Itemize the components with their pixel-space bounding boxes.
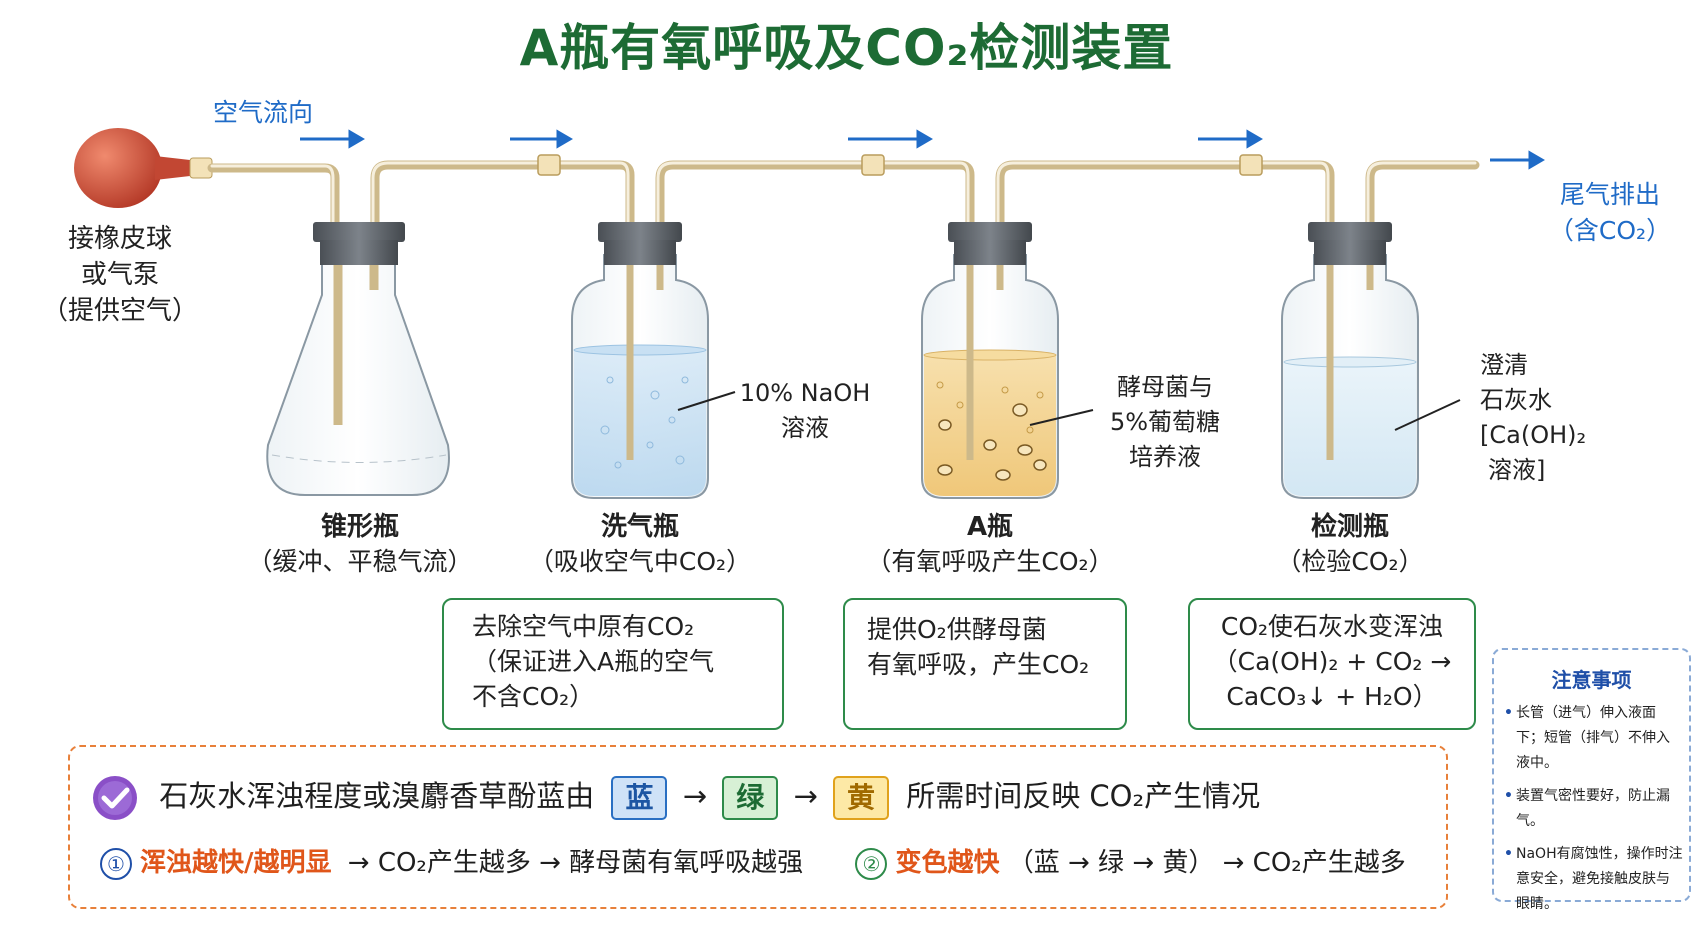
conclusion-lead: 石灰水浑浊程度或溴麝香草酚蓝由	[159, 779, 595, 813]
box-naoh-purpose: 去除空气中原有CO₂ （保证进入A瓶的空气 不含CO₂）	[442, 598, 784, 730]
item2-highlight: 变色越快	[895, 848, 1000, 878]
arrow-1: →	[682, 779, 707, 813]
detection-bottle[interactable]	[1281, 222, 1419, 499]
flask2-name: 洗气瓶	[600, 512, 679, 542]
chip-green: 绿	[722, 776, 779, 820]
item2-number: ②	[855, 847, 888, 880]
conical-flask[interactable]	[266, 222, 450, 496]
box1-line2: （保证进入A瓶的空气	[472, 647, 715, 676]
item1-text: → CO₂产生越多 → 酵母菌有氧呼吸越强	[347, 848, 804, 878]
yeast-label-line2: 5%葡萄糖	[1109, 408, 1221, 436]
item1-number: ①	[100, 847, 132, 880]
chip-yellow: 黄	[832, 776, 889, 820]
box1-line3: 不含CO₂）	[472, 682, 595, 711]
rubber-bulb[interactable]	[74, 128, 213, 208]
tube-connectors	[537, 154, 1263, 176]
flask4-name: 检测瓶	[1310, 512, 1389, 542]
air-direction-label: 空气流向	[213, 98, 314, 127]
pump-label-line1: 接橡皮球	[67, 224, 172, 254]
lime-label-line3: [Ca(OH)₂	[1480, 421, 1587, 449]
flask4-desc: （检验CO₂）	[1276, 547, 1424, 576]
conclusion-tail: 所需时间反映 CO₂产生情况	[906, 779, 1261, 813]
item2-text: （蓝 → 绿 → 黄） → CO₂产生越多	[1007, 848, 1406, 878]
yeast-label-line1: 酵母菌与	[1117, 373, 1213, 401]
flask3-name: A瓶	[966, 512, 1014, 542]
box2-line1: 提供O₂供酵母菌	[867, 615, 1047, 644]
flask2-desc: （吸收空气中CO₂）	[528, 547, 752, 576]
conclusion-panel: 石灰水浑浊程度或溴麝香草酚蓝由 蓝 → 绿 → 黄 所需时间反映 CO₂产生情况…	[68, 745, 1448, 909]
box-detection-purpose: CO₂使石灰水变浑浊 （Ca(OH)₂ + CO₂ → CaCO₃↓ + H₂O…	[1188, 598, 1476, 730]
box1-line1: 去除空气中原有CO₂	[472, 612, 695, 641]
exhaust-label-line1: 尾气排出	[1559, 180, 1660, 209]
box3-line2: （Ca(OH)₂ + CO₂ →	[1212, 647, 1452, 676]
wash-bottle[interactable]	[571, 222, 709, 499]
flask1-name: 锥形瓶	[320, 512, 399, 542]
note-item: 长管（进气）伸入液面下；短管（排气）不伸入液中。	[1504, 701, 1683, 776]
naoh-label-line2: 溶液	[781, 414, 829, 442]
lime-label-line1: 澄清	[1480, 351, 1528, 379]
flow-arrows	[300, 129, 1545, 170]
box-a-bottle-purpose: 提供O₂供酵母菌 有氧呼吸，产生CO₂	[843, 598, 1127, 730]
flask3-desc: （有氧呼吸产生CO₂）	[866, 547, 1114, 576]
conclusion-row-1: 石灰水浑浊程度或溴麝香草酚蓝由 蓝 → 绿 → 黄 所需时间反映 CO₂产生情况	[90, 773, 1260, 823]
leader-lines	[677, 391, 1461, 431]
note-item: 装置气密性要好，防止漏气。	[1504, 784, 1683, 834]
box2-line2: 有氧呼吸，产生CO₂	[867, 650, 1090, 679]
flask1-desc: （缓冲、平稳气流）	[247, 547, 473, 576]
notes-title: 注意事项	[1551, 668, 1632, 692]
pump-label-line2: 或气泵	[80, 260, 159, 290]
check-icon	[93, 776, 137, 820]
page-title: A瓶有氧呼吸及CO₂检测装置	[519, 19, 1174, 77]
exhaust-label-line2: （含CO₂）	[1548, 216, 1672, 245]
notes-panel: 注意事项 长管（进气）伸入液面下；短管（排气）不伸入液中。 装置气密性要好，防止…	[1492, 648, 1691, 912]
pump-label-line3: （提供空气）	[41, 296, 198, 326]
chip-blue: 蓝	[611, 776, 668, 820]
lime-label-line2: 石灰水	[1480, 386, 1552, 414]
lime-label-line4: 溶液]	[1488, 456, 1546, 484]
a-bottle[interactable]	[921, 222, 1059, 499]
naoh-label-line1: 10% NaOH	[739, 379, 871, 407]
yeast-label-line3: 培养液	[1129, 443, 1201, 471]
item1-highlight: 浑浊越快/越明显	[140, 848, 332, 878]
note-item: NaOH有腐蚀性，操作时注意安全，避免接触皮肤与眼睛。	[1504, 842, 1683, 917]
arrow-2: →	[793, 779, 818, 813]
box3-line1: CO₂使石灰水变浑浊	[1220, 612, 1444, 641]
box3-line3: CaCO₃↓ + H₂O）	[1226, 682, 1438, 711]
